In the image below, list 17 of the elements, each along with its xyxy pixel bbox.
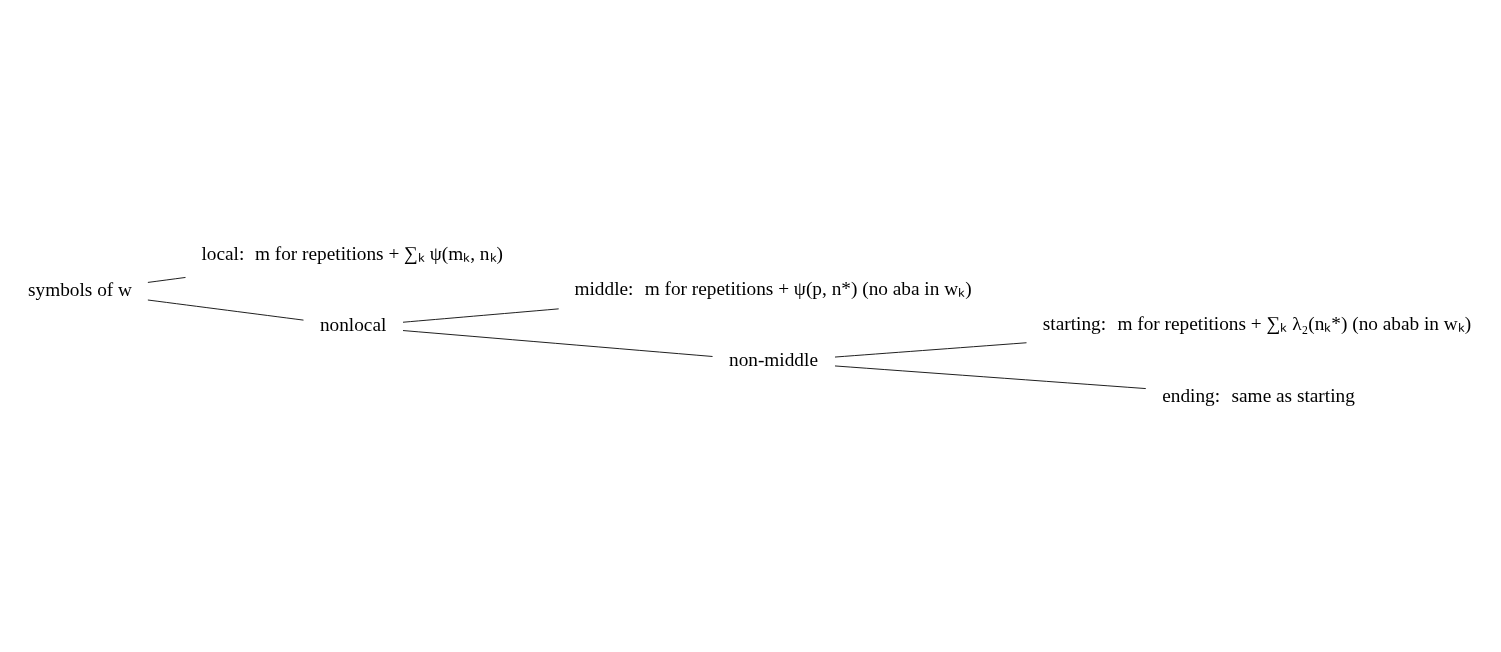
node-text: nonlocal bbox=[319, 314, 387, 336]
node-text: starting: bbox=[1042, 313, 1107, 335]
node-text: local: bbox=[201, 243, 245, 265]
node-label: same as starting bbox=[1231, 384, 1355, 406]
connector bbox=[834, 342, 1027, 358]
node-label: m for repetitions + ∑ₖ ψ(mₖ, nₖ) bbox=[254, 243, 503, 265]
connector bbox=[147, 277, 186, 283]
node-label: m for repetitions + ∑ₖ λ₂(nₖ*) (no abab in wₖ) bbox=[1117, 313, 1472, 335]
node-text: non-middle bbox=[728, 349, 818, 371]
connector bbox=[402, 308, 560, 323]
node-text: middle: bbox=[574, 278, 634, 300]
node-text: ending: bbox=[1162, 384, 1221, 406]
connector bbox=[402, 330, 713, 357]
node-label: m for repetitions + ψ(p, n*) (no aba in wₖ) bbox=[644, 278, 972, 300]
connector bbox=[147, 299, 304, 321]
connector bbox=[834, 365, 1147, 389]
node-text: symbols of w bbox=[28, 279, 133, 301]
